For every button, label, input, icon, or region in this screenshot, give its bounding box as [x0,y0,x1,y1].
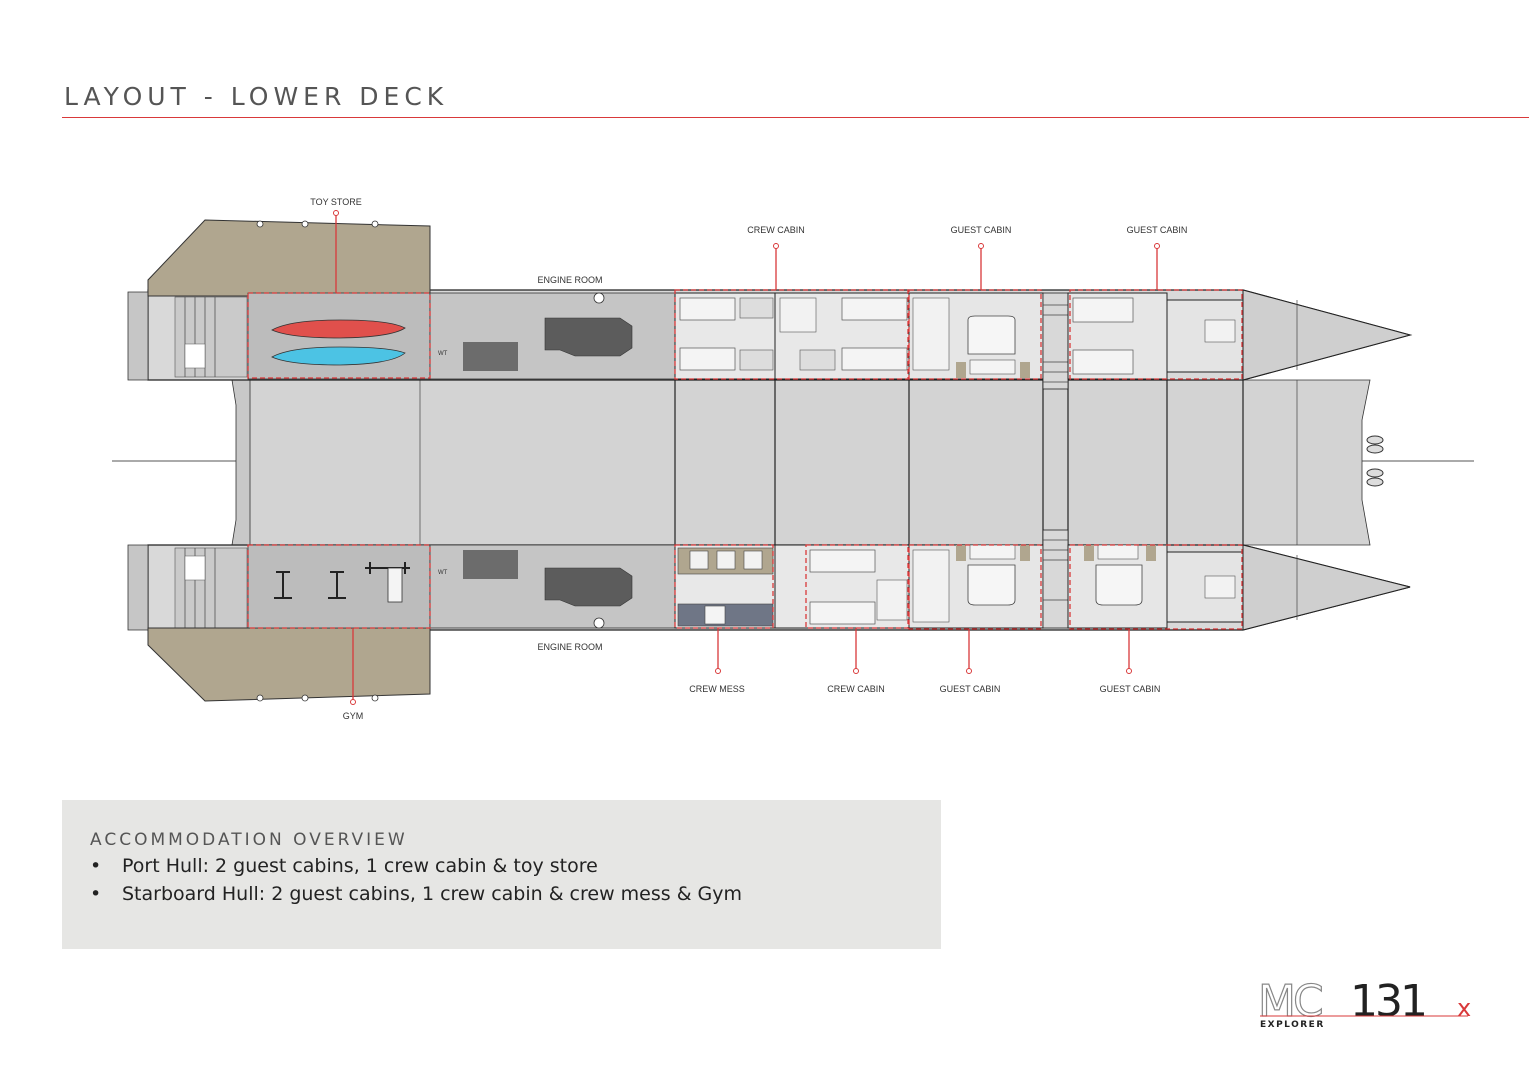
starboard-hull: WT [127,529,1411,702]
overview-heading: ACCOMMODATION OVERVIEW [90,830,408,850]
label-crew-cabin-starboard: CREW CABIN [827,684,885,694]
mc131x-explorer-logo: MC 131 x EXPLORER [1258,976,1471,1030]
label-crew-mess: CREW MESS [689,684,745,694]
label-guest-cabin-starboard-1: GUEST CABIN [940,684,1001,694]
port-hull: WT [127,219,1413,390]
svg-text:MC: MC [1258,976,1322,1027]
kayak-red [271,319,406,339]
engine [544,317,633,357]
toy-store-outline [247,292,431,379]
label-guest-cabin-starboard-2: GUEST CABIN [1100,684,1161,694]
label-guest-cabin-port-1: GUEST CABIN [951,225,1012,235]
list-item: •Port Hull: 2 guest cabins, 1 crew cabin… [90,855,598,877]
callouts-starboard [350,628,1132,705]
svg-text:x: x [1457,994,1471,1022]
gym-outline [247,544,431,629]
label-gym: GYM [343,711,364,721]
bridge-deck [247,379,1371,546]
label-crew-cabin-port: CREW CABIN [747,225,805,235]
gym-equipment [274,562,410,599]
anchor-icon [1366,435,1384,487]
label-engine-room-starboard: ENGINE ROOM [537,642,602,652]
kayak-blue [271,346,406,366]
svg-text:EXPLORER: EXPLORER [1260,1020,1325,1030]
svg-text:131: 131 [1350,976,1425,1027]
label-guest-cabin-port-2: GUEST CABIN [1127,225,1188,235]
accommodation-overview: ACCOMMODATION OVERVIEW •Port Hull: 2 gue… [62,800,941,949]
label-toy-store: TOY STORE [310,197,362,207]
label-engine-room-port: ENGINE ROOM [537,275,602,285]
title-divider [62,117,1529,118]
wt-label: WT [438,351,448,357]
overview-list: •Port Hull: 2 guest cabins, 1 crew cabin… [90,852,742,908]
list-item: •Starboard Hull: 2 guest cabins, 1 crew … [90,883,743,905]
wt-label: WT [438,570,448,576]
page-title: LAYOUT - LOWER DECK [64,82,449,111]
callouts-port [333,210,1160,293]
